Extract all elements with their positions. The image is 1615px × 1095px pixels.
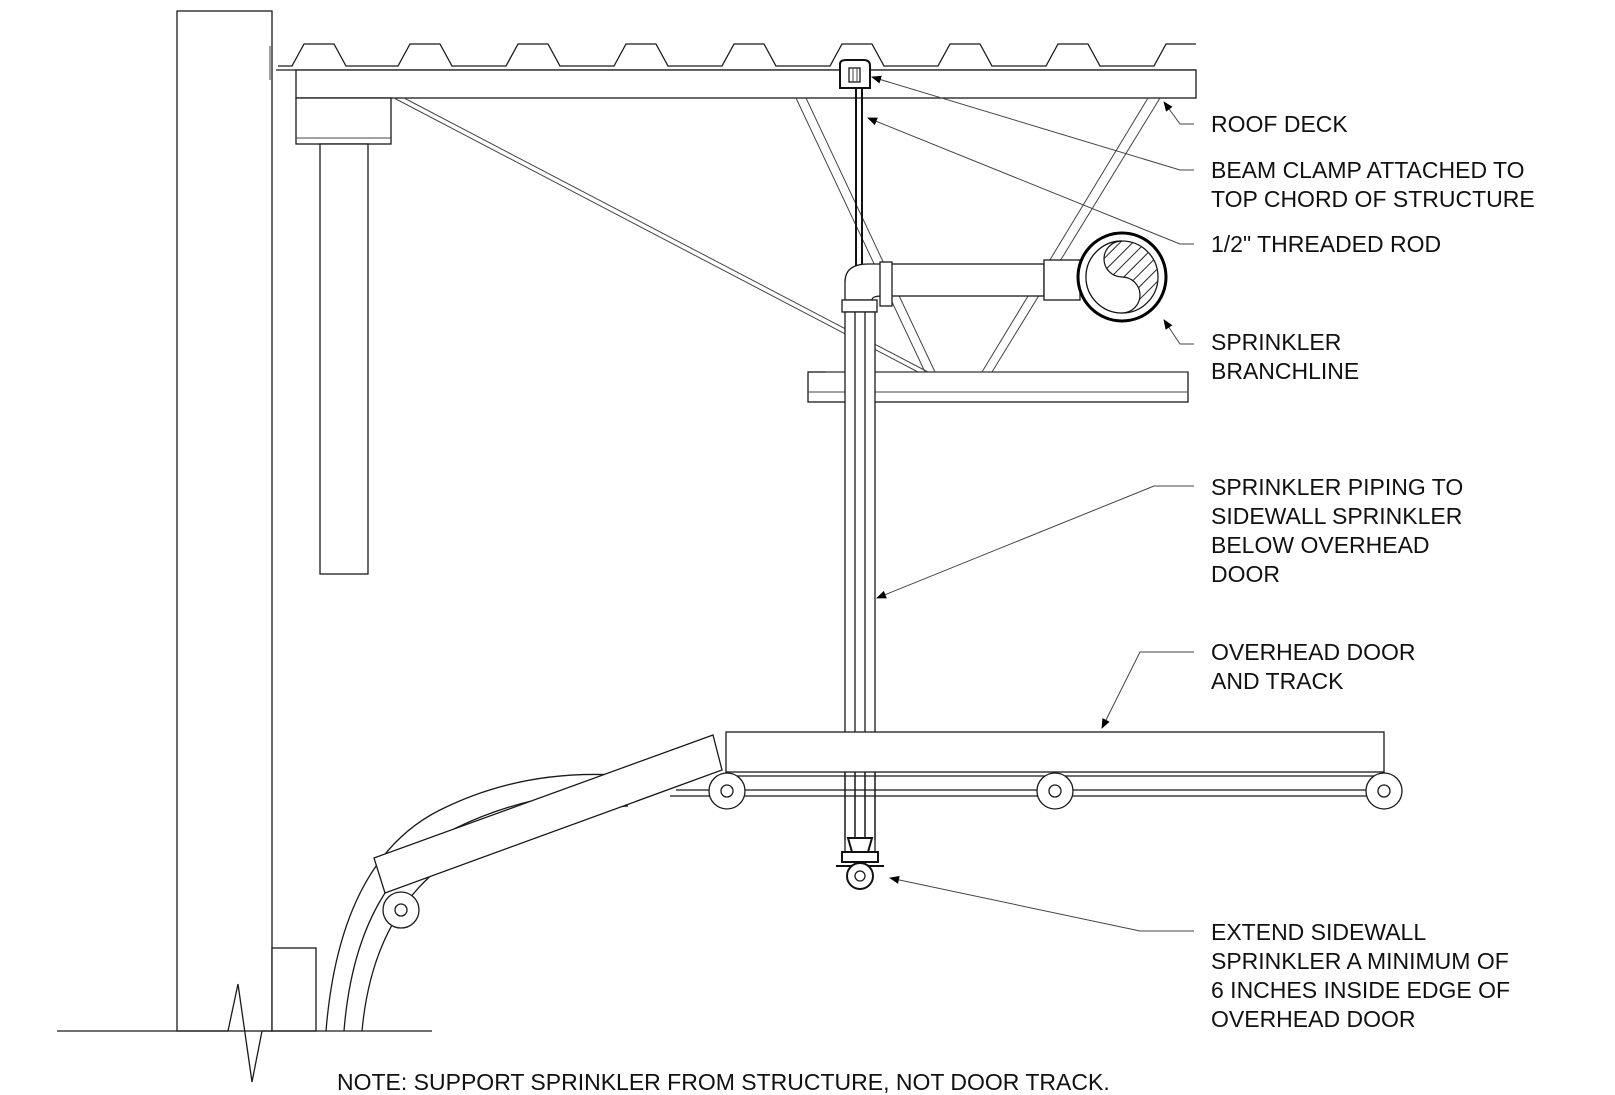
sidewall-sprinkler-head bbox=[836, 837, 884, 890]
leader-piping bbox=[876, 485, 1194, 599]
label-door-track: OVERHEAD DOOR AND TRACK bbox=[1211, 639, 1422, 694]
note-text: NOTE: SUPPORT SPRINKLER FROM STRUCTURE, … bbox=[337, 1069, 1110, 1095]
roller bbox=[1365, 772, 1403, 810]
label-extend: EXTEND SIDEWALL SPRINKLER A MINIMUM OF 6… bbox=[1211, 919, 1516, 1032]
drop-pipe-lower bbox=[844, 772, 876, 840]
label-roof-deck: ROOF DECK bbox=[1211, 111, 1348, 137]
wall-column bbox=[176, 10, 317, 1032]
roller bbox=[1036, 772, 1074, 810]
roller bbox=[708, 772, 746, 810]
sprinkler-drop-pipe bbox=[844, 311, 876, 861]
leader-threaded-rod bbox=[867, 117, 1194, 245]
overhead-door-panels bbox=[373, 731, 1388, 894]
ground-line bbox=[57, 983, 432, 1083]
label-piping: SPRINKLER PIPING TO SIDEWALL SPRINKLER B… bbox=[1211, 474, 1470, 587]
branchline-section bbox=[1076, 231, 1168, 323]
joist-web bbox=[393, 97, 1161, 373]
label-beam-clamp: BEAM CLAMP ATTACHED TO TOP CHORD OF STRU… bbox=[1211, 157, 1535, 212]
leader-branchline bbox=[1163, 319, 1194, 345]
branch-pipe bbox=[841, 259, 1081, 313]
leader-roof-deck bbox=[1163, 101, 1194, 125]
leader-door-track bbox=[1101, 651, 1194, 729]
leader-beam-clamp bbox=[871, 75, 1194, 171]
label-branchline: SPRINKLER BRANCHLINE bbox=[1211, 329, 1359, 384]
leaders bbox=[867, 75, 1194, 932]
joist-top-chord bbox=[295, 69, 1197, 575]
track-rollers bbox=[382, 772, 1403, 929]
label-threaded-rod: 1/2" THREADED ROD bbox=[1211, 231, 1441, 257]
leader-extend bbox=[889, 875, 1194, 932]
roller bbox=[382, 891, 420, 929]
beam-clamp bbox=[839, 59, 871, 89]
